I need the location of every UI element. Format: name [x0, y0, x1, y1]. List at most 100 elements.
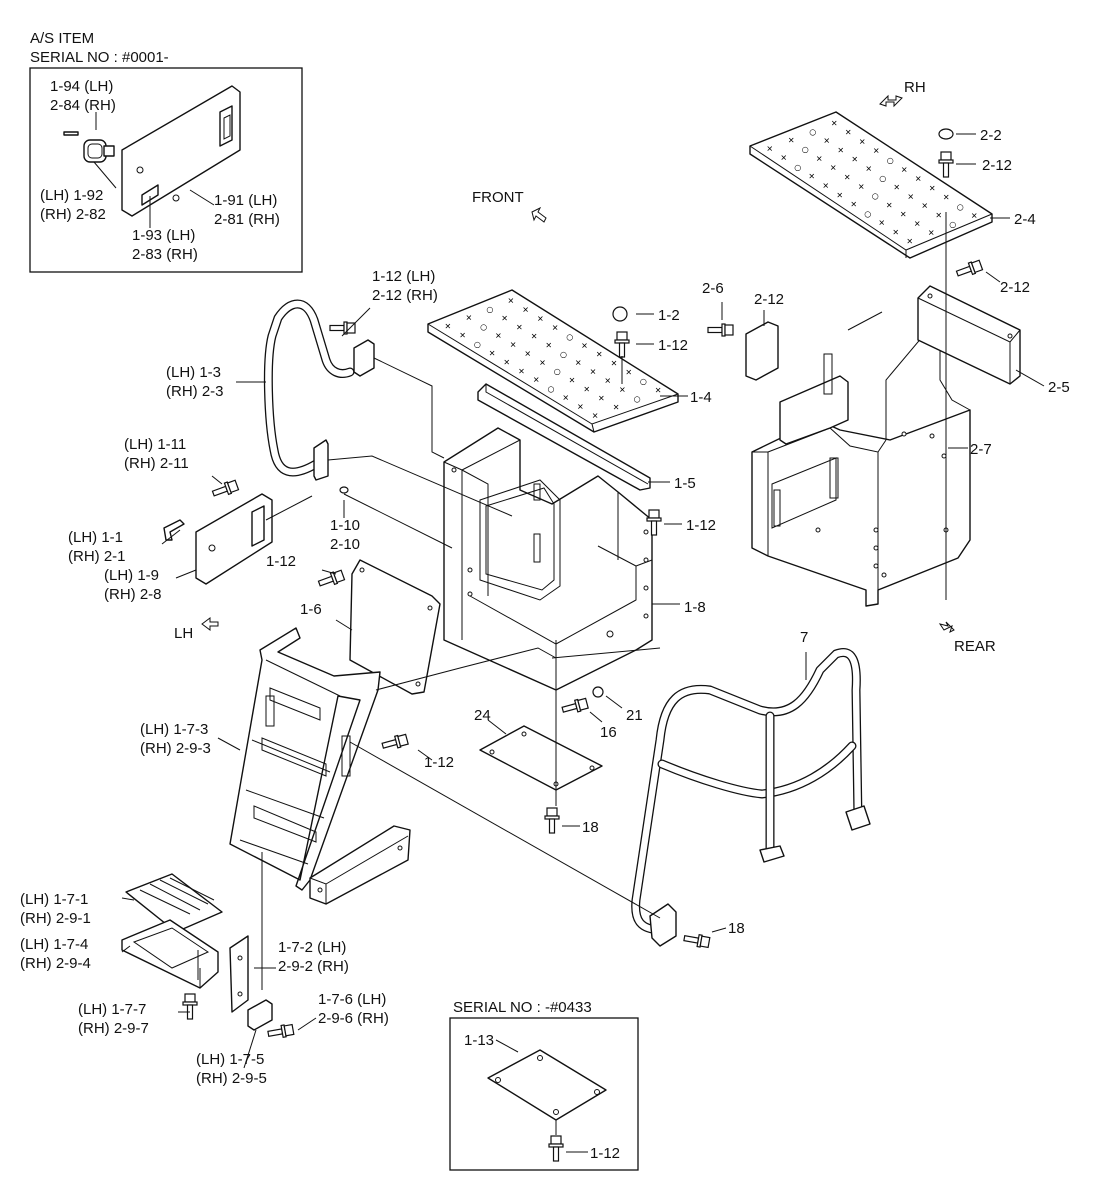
callout-labels: 1-94 (LH)2-84 (RH)(LH) 1-92(RH) 2-821-91…	[20, 78, 1070, 1087]
step-plate-2-4	[749, 111, 993, 259]
callout-11-line-1: 2-10	[330, 536, 360, 553]
perforation-mark: ✕	[837, 146, 844, 155]
perforation-mark: ✕	[533, 376, 540, 385]
perforation-mark: ○	[560, 350, 567, 359]
perforation-mark: ✕	[816, 154, 823, 163]
perforation-mark: ✕	[531, 332, 538, 341]
ladder-1-7-3	[229, 627, 381, 891]
perforation-mark: ✕	[445, 322, 452, 331]
callout-13-line-1: (RH) 2-1	[68, 548, 126, 565]
perforation-mark: ○	[887, 156, 894, 165]
perforation-mark: ✕	[878, 219, 885, 228]
perforation-mark: ○	[794, 163, 801, 172]
perforation-mark: ○	[879, 174, 886, 183]
perforation-mark: ○	[634, 394, 641, 403]
perforation-mark: ✕	[823, 137, 830, 146]
inset-cover-plate	[121, 85, 241, 217]
callout-31-line-0: 21	[626, 707, 643, 724]
callout-15-line-0: 1-12	[266, 553, 296, 570]
direction-front: FRONT	[472, 189, 524, 206]
perforation-mark: ✕	[915, 175, 922, 184]
bolt-1-11	[210, 478, 240, 500]
perforation-mark: ✕	[596, 350, 603, 359]
perforation-mark: ✕	[539, 358, 546, 367]
callout-14-line-1: (RH) 2-8	[104, 586, 162, 603]
callout-1-line-0: (LH) 1-92	[40, 187, 103, 204]
callout-12-line-0: 1-12	[686, 517, 716, 534]
callout-33-line-0: 18	[728, 920, 745, 937]
header-line2: SERIAL NO : #0001-	[30, 49, 169, 66]
small-plate-2-6	[745, 321, 779, 381]
callout-37-line-1: (RH) 2-9-7	[78, 1020, 149, 1037]
callout-3-line-0: 1-93 (LH)	[132, 227, 195, 244]
callout-3-line-1: 2-83 (RH)	[132, 246, 198, 263]
perforation-mark: ✕	[858, 182, 865, 191]
perforation-mark: ✕	[845, 128, 852, 137]
bolt-18-rail	[682, 931, 711, 950]
perforation-mark: ✕	[489, 349, 496, 358]
perforation-mark: ✕	[766, 144, 773, 153]
rail-1-5	[477, 383, 651, 491]
perforation-mark: ✕	[537, 315, 544, 324]
perforation-mark: ✕	[581, 341, 588, 350]
perforation-mark: ✕	[619, 385, 626, 394]
perforation-mark: ✕	[518, 367, 525, 376]
perforation-mark: ✕	[503, 358, 510, 367]
perforation-mark: ✕	[522, 306, 529, 315]
callout-24-line-0: 2-5	[1048, 379, 1070, 396]
callout-38-line-0: 1-7-6 (LH)	[318, 991, 386, 1008]
inset-serial-title: SERIAL NO : -#0433	[453, 999, 592, 1016]
perforation-mark: ○	[872, 192, 879, 201]
perforation-mark: ✕	[577, 402, 584, 411]
perforation-mark: ✕	[611, 359, 618, 368]
callout-18-line-0: 2-2	[980, 127, 1002, 144]
pin-1-10	[339, 486, 349, 494]
callout-4-line-0: 1-12 (LH)	[372, 268, 435, 285]
perforation-mark: ○	[957, 202, 964, 211]
callout-19-line-0: 2-12	[982, 157, 1012, 174]
inset-as-item-box	[29, 67, 303, 273]
perforation-mark: ✕	[788, 136, 795, 145]
perforation-mark: ○	[809, 127, 816, 136]
perforation-mark: ○	[547, 385, 554, 394]
callout-39-line-1: (RH) 2-9-5	[196, 1070, 267, 1087]
callout-38-line-1: 2-9-6 (RH)	[318, 1010, 389, 1027]
lh-arrow-icon	[201, 617, 219, 631]
perforation-mark: ✕	[510, 340, 517, 349]
perforation-mark: ✕	[914, 219, 921, 228]
bracket-1-7-2-base	[309, 825, 411, 905]
callout-27-line-0: (LH) 1-7-3	[140, 721, 208, 738]
perforation-mark: ○	[480, 323, 487, 332]
perforation-mark: ○	[486, 305, 493, 314]
rear-arrow-icon	[938, 621, 955, 633]
callout-34-line-0: (LH) 1-7-1	[20, 891, 88, 908]
inset-callout-1-12: 1-12	[590, 1145, 620, 1162]
header-line1: A/S ITEM	[30, 30, 94, 47]
callout-35-line-0: (LH) 1-7-4	[20, 936, 88, 953]
perforation-mark: ○	[554, 367, 561, 376]
perforation-mark: ✕	[562, 393, 569, 402]
perforation-mark: ✕	[516, 323, 523, 332]
bolt-1-12-lhrail	[329, 321, 356, 335]
perforation-mark: ✕	[822, 181, 829, 190]
direction-rh: RH	[904, 79, 926, 96]
callout-17-line-0: 1-8	[684, 599, 706, 616]
callout-39-line-0: (LH) 1-7-5	[196, 1051, 264, 1068]
callout-10-line-0: (LH) 1-11	[124, 436, 186, 453]
bracket-1-7-5	[247, 999, 273, 1031]
perforation-mark: ✕	[613, 403, 620, 412]
side-plate-2-5	[917, 285, 1021, 385]
perforation-mark: ○	[566, 332, 573, 341]
perforation-mark: ✕	[655, 386, 662, 395]
inset-serial-box	[449, 1017, 639, 1171]
callout-16-line-0: 1-6	[300, 601, 322, 618]
callout-6-line-0: 1-2	[658, 307, 680, 324]
callout-36-line-0: 1-7-2 (LH)	[278, 939, 346, 956]
callout-8-line-0: 1-4	[690, 389, 712, 406]
rh-arrow-icon	[879, 94, 903, 108]
bolt-1-12-ladder	[380, 732, 410, 753]
perforation-mark: ✕	[907, 192, 914, 201]
perforation-mark: ○	[640, 377, 647, 386]
callout-5-line-0: (LH) 1-3	[166, 364, 221, 381]
